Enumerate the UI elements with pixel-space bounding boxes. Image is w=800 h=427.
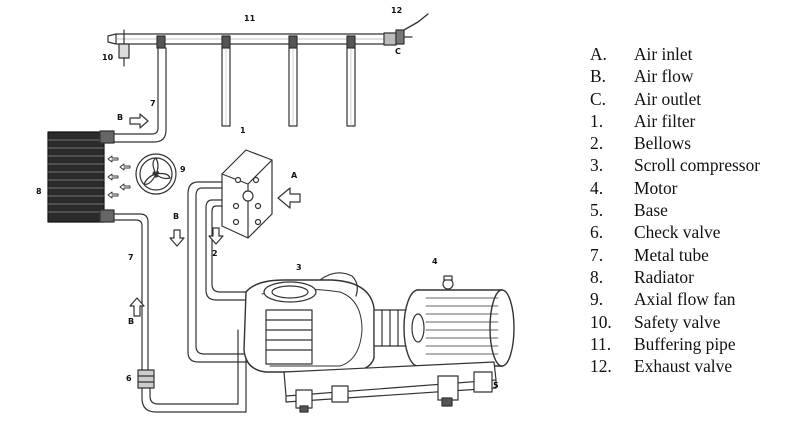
legend-key: 5. [590,200,604,221]
legend-label: Motor [634,177,678,198]
legend-key: 6. [590,222,604,243]
callout-5: 5 [493,381,499,390]
callout-9: 9 [180,165,186,174]
callout-b-top: B [117,113,123,122]
radiator [47,130,115,223]
legend-key: 12. [590,356,612,377]
airflow-arrows [129,113,224,317]
base [283,361,497,413]
legend-key: B. [590,66,606,87]
legend-item: 8. Radiator [590,266,760,288]
legend-label: Exhaust valve [634,356,733,377]
legend-label: Safety valve [634,311,721,332]
legend-item: A. Air inlet [590,43,760,65]
buffering-pipe [107,33,387,127]
scroll-compressor [243,272,407,373]
legend-label: Air inlet [634,44,693,64]
legend-item: 5. Base [590,199,760,221]
legend-key: 4. [590,177,604,198]
legend-label: Base [634,200,668,221]
legend-label: Axial flow fan [634,289,736,310]
air-inlet-arrow [277,187,301,209]
exhaust-valve [383,13,429,46]
metal-tube-upper [109,47,167,143]
legend-label: Bellows [634,133,692,154]
legend-key: C. [590,88,606,109]
legend-item: 3. Scroll compressor [590,154,760,176]
legend-item: 1. Air filter [590,110,760,132]
legend-label: Metal tube [634,244,709,265]
callout-1: 1 [240,126,246,135]
callout-12: 12 [391,6,402,15]
legend-item: 9. Axial flow fan [590,288,760,310]
legend-label: Radiator [634,266,694,287]
legend-item: 4. Motor [590,177,760,199]
callout-labels: 11 12 10 C 7 B 1 9 8 A B 2 3 4 5 6 7 B [36,6,499,390]
legend-key: 3. [590,155,604,176]
legend: A. Air inlet B. Air flow C. Air outlet 1. Ai… [590,43,760,377]
legend-label: Check valve [634,222,721,243]
legend-item: 10. Safety valve [590,311,760,333]
check-valve [137,369,155,389]
callout-b-bottom: B [128,317,134,326]
legend-key: 9. [590,289,604,310]
legend-key: 7. [590,244,604,265]
callout-6: 6 [126,374,132,383]
legend-key: 1. [590,110,604,131]
callout-3: 3 [296,263,302,272]
bellows [187,181,265,363]
callout-a: A [291,171,298,180]
axial-flow-fan [135,153,177,195]
legend-item: 7. Metal tube [590,244,760,266]
legend-item: C. Air outlet [590,88,760,110]
fan-airflow-arrows [107,155,131,199]
legend-item: 6. Check valve [590,221,760,243]
compressor-diagram: 11 12 10 C 7 B 1 9 8 A B 2 3 4 5 6 7 B [36,6,515,413]
legend-label: Air filter [634,110,696,131]
legend-item: 12. Exhaust valve [590,355,760,377]
legend-key: 8. [590,266,604,287]
callout-b-left: B [173,212,179,221]
safety-valve [118,29,130,67]
air-filter [221,149,273,239]
legend-label: Air flow [634,66,694,87]
legend-key: 11. [590,333,612,354]
callout-c: C [395,47,401,56]
callout-7-left: 7 [128,253,134,262]
legend-item: B. Air flow [590,65,760,87]
callout-10: 10 [102,53,114,62]
legend-key: 2. [590,133,604,154]
legend-key: 10. [590,311,612,332]
callout-8: 8 [36,187,42,196]
legend-label: Buffering pipe [634,333,736,354]
legend-key: A. [590,44,607,64]
callout-2: 2 [212,249,218,258]
callout-4: 4 [432,257,438,266]
legend-label: Scroll compressor [634,155,761,176]
legend-label: Air outlet [634,88,702,109]
metal-tube-lower [113,213,247,413]
legend-item: 2. Bellows [590,132,760,154]
motor [403,275,515,367]
callout-7-top: 7 [150,99,156,108]
callout-11: 11 [244,14,256,23]
legend-item: 11. Buffering pipe [590,333,760,355]
